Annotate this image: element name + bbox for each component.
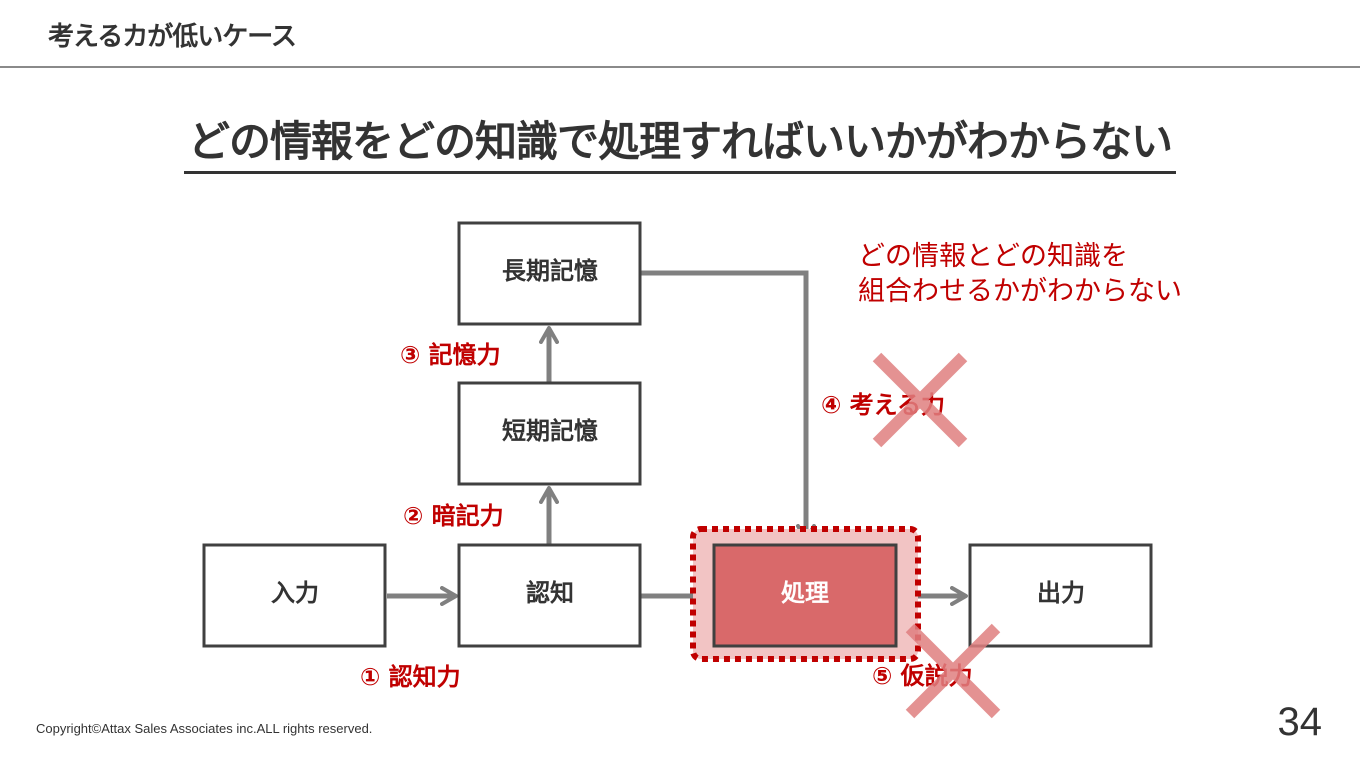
box-input-label: 入力	[271, 579, 319, 607]
box-cognition-label: 認知	[526, 579, 574, 607]
box-input: 入力	[202, 543, 387, 648]
box-output-label: 出力	[1037, 579, 1085, 607]
label-cognition-power: ① 認知力	[360, 663, 461, 691]
note-line-2: 組合わせるかがわからない	[858, 276, 1182, 307]
page-number: 34	[1277, 700, 1323, 744]
main-title: どの情報をどの知識で処理すればいいかがわからない	[183, 108, 1176, 174]
box-short-term-memory: 短期記憶	[457, 381, 642, 486]
header-title: 考えるカが低いケース	[48, 22, 297, 52]
label-memory-power: ③ 記憶力	[400, 341, 501, 369]
box-output: 出力	[968, 543, 1153, 648]
box-processing-label: 処理	[781, 579, 829, 607]
cross-thinking-power-icon	[872, 352, 968, 448]
copyright: Copyright©Attax Sales Associates inc.ALL…	[36, 721, 373, 736]
cross-hypothesis-power-icon	[905, 623, 1001, 719]
box-short-term-memory-label: 短期記憶	[502, 417, 598, 445]
main-title-container: どの情報をどの知識で処理すればいいかがわからない	[0, 108, 1360, 174]
header-divider	[0, 66, 1360, 68]
label-memorization: ② 暗記力	[403, 502, 504, 530]
arrow-long-term-to-processing	[641, 270, 816, 542]
box-long-term-memory: 長期記憶	[457, 221, 642, 326]
box-processing: 処理	[712, 543, 898, 648]
note-line-1: どの情報とどの知識を	[858, 241, 1128, 272]
box-long-term-memory-label: 長期記憶	[502, 257, 598, 285]
box-cognition: 認知	[457, 543, 642, 648]
